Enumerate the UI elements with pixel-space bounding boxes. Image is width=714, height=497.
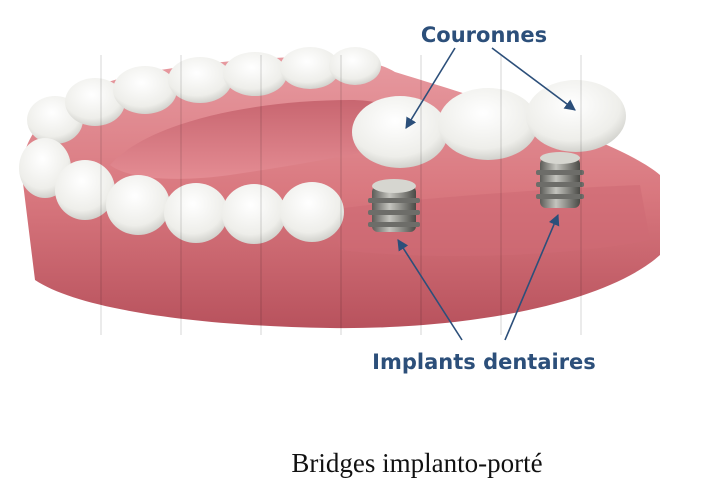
tooth bbox=[223, 52, 287, 96]
scan-streaks bbox=[100, 55, 582, 335]
crown bbox=[526, 80, 626, 152]
tooth bbox=[280, 47, 340, 89]
tooth bbox=[280, 182, 344, 242]
tooth bbox=[65, 78, 125, 126]
tooth bbox=[106, 175, 170, 235]
tooth bbox=[329, 47, 381, 85]
implant-left bbox=[368, 179, 420, 232]
caption: Bridges implanto-porté bbox=[291, 448, 543, 478]
back-teeth-row bbox=[27, 47, 381, 144]
bridge-crowns bbox=[352, 80, 626, 168]
tooth bbox=[164, 183, 228, 243]
implants-label: Implants dentaires bbox=[372, 350, 596, 374]
crown bbox=[352, 96, 448, 168]
front-teeth-row bbox=[19, 138, 344, 244]
crowns-label: Couronnes bbox=[421, 23, 547, 47]
tooth bbox=[55, 160, 115, 220]
crown bbox=[438, 88, 538, 160]
crown-arrows bbox=[405, 47, 576, 129]
tooth bbox=[113, 66, 177, 114]
tooth bbox=[168, 57, 232, 103]
implant-arrows bbox=[397, 213, 560, 341]
tooth bbox=[222, 184, 286, 244]
implant-right bbox=[536, 152, 584, 208]
